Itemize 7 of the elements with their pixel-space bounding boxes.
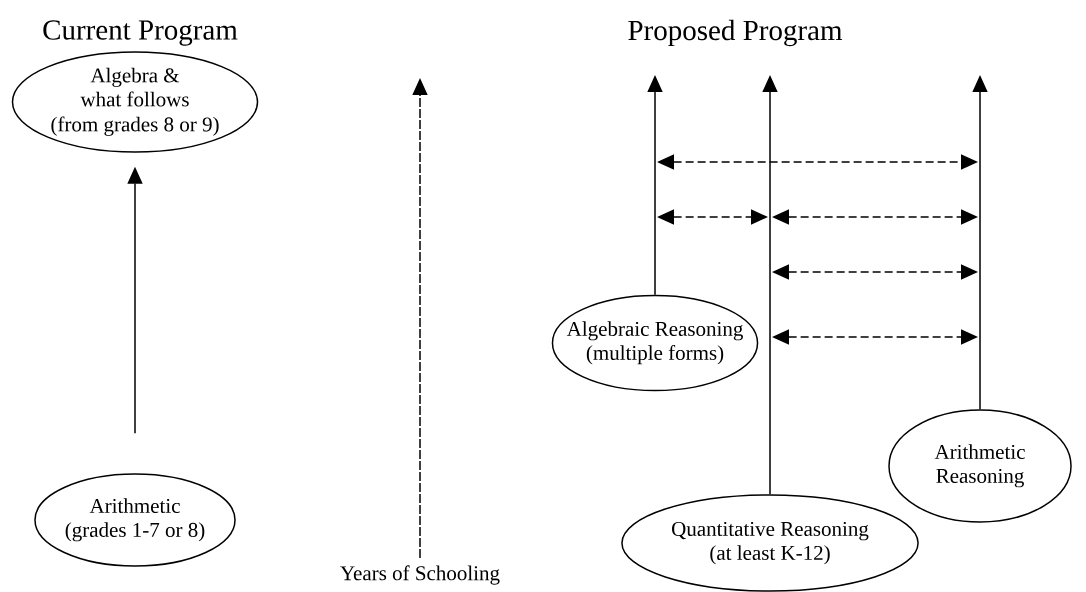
axis-label: Years of Schooling xyxy=(340,565,500,585)
ellipse-node: Algebra & what follows (from grades 8 or 9) xyxy=(11,51,259,153)
heading: Proposed Program xyxy=(628,19,843,47)
ellipse-node: Quantitative Reasoning (at least K-12) xyxy=(621,494,919,592)
ellipse-node: Algebraic Reasoning (multiple forms) xyxy=(551,294,759,392)
ellipse-node: Arithmetic Reasoning xyxy=(888,409,1072,523)
ellipse-node: Arithmetic (grades 1-7 or 8) xyxy=(34,473,236,567)
